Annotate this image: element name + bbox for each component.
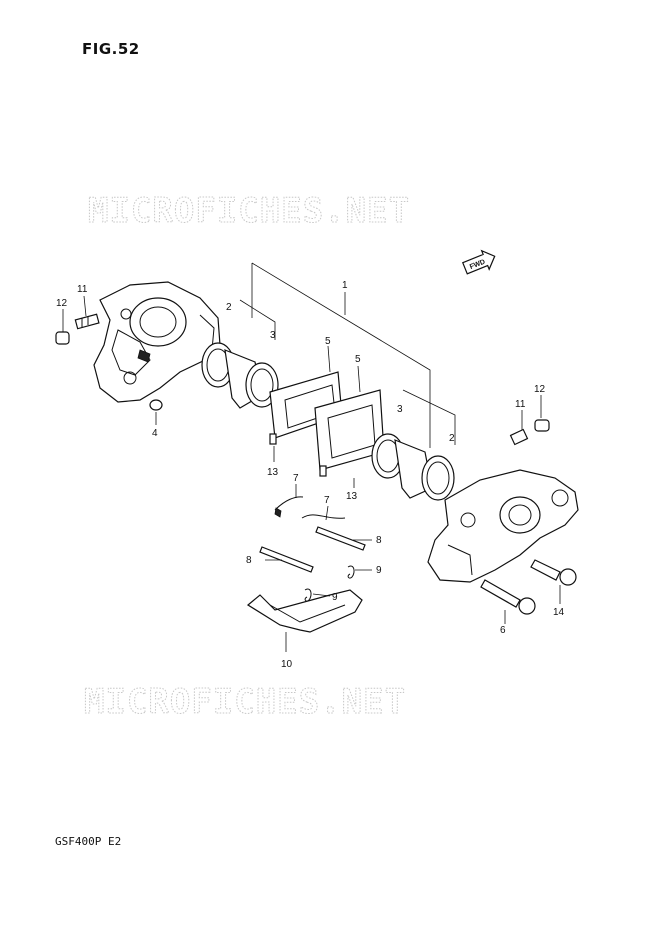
caliper-bolt-6: [480, 579, 536, 615]
pad-pin-left: [259, 546, 314, 573]
callout-9-left: 9: [332, 592, 338, 603]
right-caliper-body: [427, 469, 579, 583]
pad-pin-right: [315, 526, 366, 551]
callout-12-right: 12: [534, 384, 546, 395]
caliper-bolt-14: [530, 559, 577, 586]
plug-part: [149, 399, 163, 411]
callout-13-right: 13: [346, 491, 358, 502]
model-code: GSF400P E2: [55, 835, 122, 848]
callout-2-right: 2: [449, 433, 455, 444]
callouts: 1 2 2 3 3 4 5 5 6 7 7 8 8 9 9 10 11 11 1…: [56, 280, 565, 670]
callout-6: 6: [500, 625, 506, 636]
callout-7-right: 7: [324, 495, 330, 506]
callout-7-left: 7: [293, 473, 299, 484]
callout-14: 14: [553, 607, 565, 618]
callout-4: 4: [152, 428, 158, 439]
right-piston-seals: [371, 433, 455, 501]
bleeder-left: [74, 313, 100, 330]
pad-spring-right: [301, 514, 346, 519]
watermark-bottom: MICROFICHES.NET: [84, 682, 406, 722]
brake-pads: [269, 371, 385, 477]
figure-title: FIG.52: [82, 40, 140, 58]
callout-9-right: 9: [376, 565, 382, 576]
left-piston-seals: [201, 342, 279, 409]
callout-11-left: 11: [77, 284, 88, 295]
callout-2-left: 2: [226, 302, 232, 313]
fwd-arrow-icon: FWD: [461, 249, 496, 275]
callout-11-right: 11: [515, 399, 526, 410]
callout-12-left: 12: [56, 298, 68, 309]
bleeder-right: [509, 428, 529, 446]
callout-1: 1: [342, 280, 348, 291]
callout-8-right: 8: [376, 535, 382, 546]
pin-clip-left: [304, 588, 312, 602]
pin-clip-right: [347, 565, 355, 579]
callout-5-left: 5: [325, 336, 331, 347]
pad-spring-left: [274, 496, 304, 511]
leader-lines: [62, 295, 561, 652]
callout-3-left: 3: [270, 330, 276, 341]
callout-5-right: 5: [355, 354, 361, 365]
watermark-top: MICROFICHES.NET: [88, 191, 410, 231]
callout-10: 10: [281, 659, 293, 670]
callout-3-right: 3: [397, 404, 403, 415]
callout-8-left: 8: [246, 555, 252, 566]
callout-13-left: 13: [267, 467, 279, 478]
cap-left: [55, 331, 70, 345]
pad-spring-plate: [246, 589, 363, 633]
left-caliper-body: [93, 281, 221, 403]
assembly-bracket: [239, 262, 456, 448]
cap-right: [534, 419, 550, 432]
